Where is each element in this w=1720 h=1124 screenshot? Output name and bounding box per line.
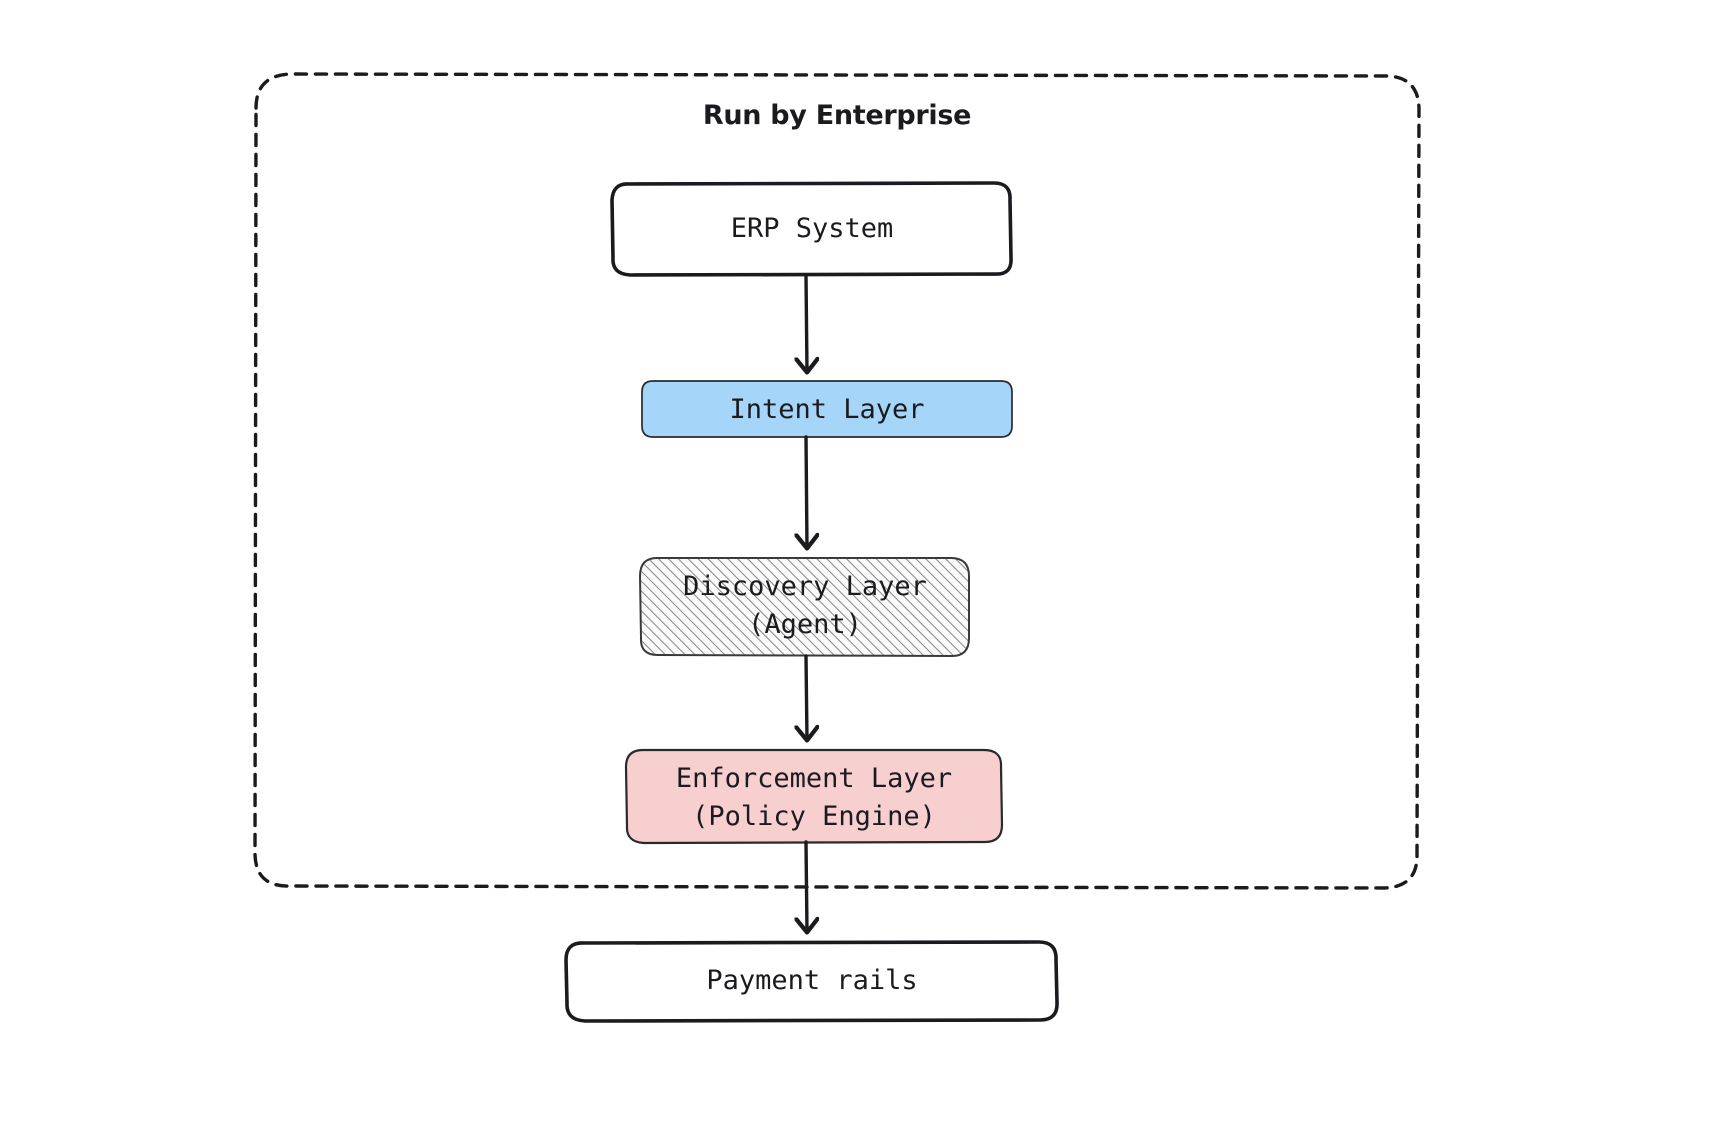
node-payment-rails[interactable] (564, 940, 1059, 1023)
node-enforcement-layer[interactable] (624, 748, 1004, 845)
node-intent-layer[interactable] (641, 380, 1013, 438)
edge-erp-to-intent (806, 274, 807, 372)
edge-enforcement-to-payment (806, 840, 807, 932)
edge-intent-to-discovery (806, 435, 807, 548)
enterprise-container (253, 72, 1421, 890)
edge-discovery-to-enforcement (806, 654, 807, 740)
node-discovery-layer[interactable] (639, 557, 970, 657)
node-erp-system[interactable] (610, 181, 1013, 277)
